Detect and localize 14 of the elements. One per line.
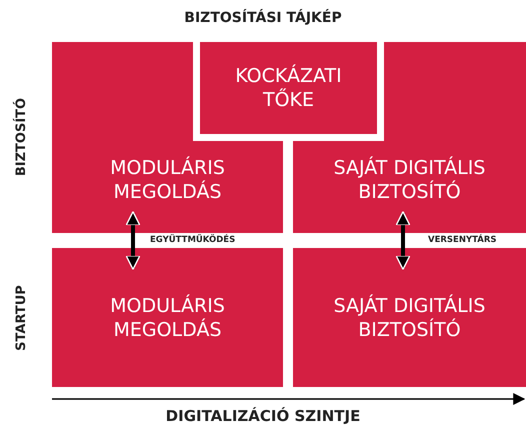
axis-label: STARTUP	[14, 284, 30, 353]
category-label: MODULÁRIS MEGOLDÁS	[109, 156, 226, 204]
double-arrow	[396, 210, 410, 270]
category-label: SAJÁT DIGITÁLIS BIZTOSÍTÓ	[332, 156, 486, 204]
axis-title: DIGITALIZÁCIÓ SZINTJE	[164, 407, 362, 425]
category-label: MODULÁRIS MEGOLDÁS	[109, 294, 226, 342]
double-arrow	[126, 210, 140, 270]
axis-label: BIZTOSÍTÓ	[14, 96, 30, 178]
quadrant-box	[52, 248, 283, 387]
category-box	[200, 42, 377, 134]
category-label: KOCKÁZATI TŐKE	[234, 64, 343, 112]
category-label: SAJÁT DIGITÁLIS BIZTOSÍTÓ	[332, 294, 486, 342]
quadrant-box	[293, 248, 526, 387]
chart-title: BIZTOSÍTÁSI TÁJKÉP	[183, 10, 343, 26]
